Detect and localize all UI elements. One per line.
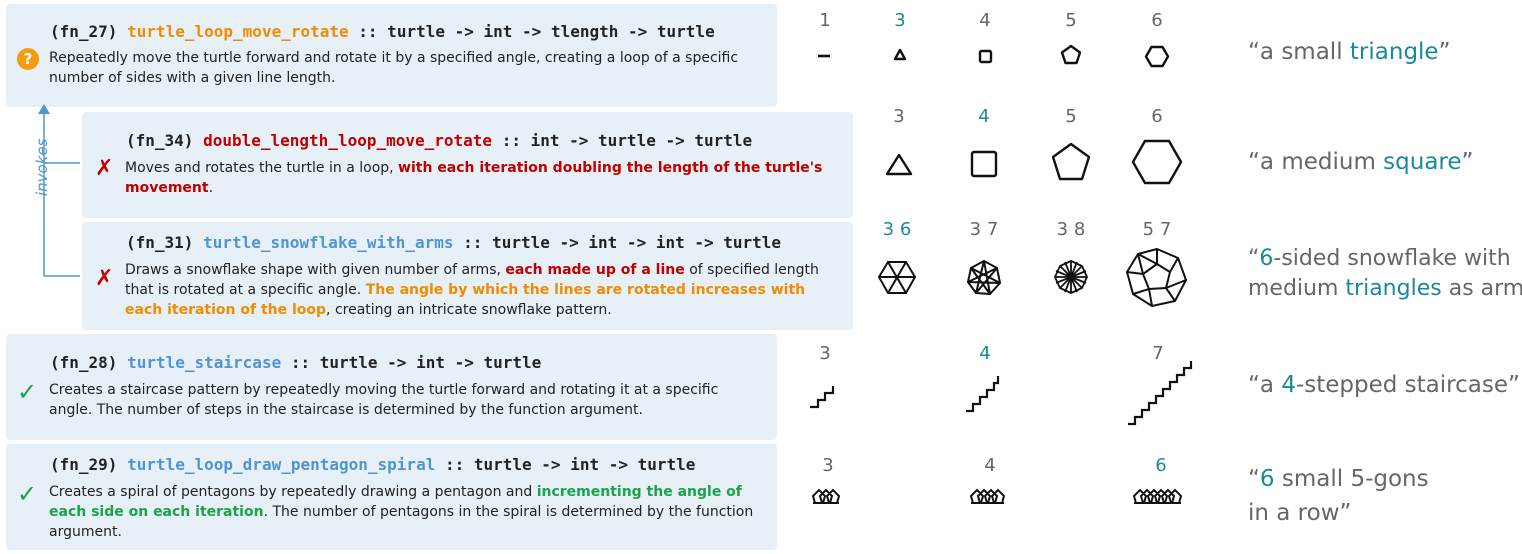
row5-label: 6 xyxy=(1155,455,1167,476)
medium-pentagon-drawing xyxy=(1051,142,1091,181)
snowflake-3-6-drawing xyxy=(877,261,917,294)
staircase-4-drawing xyxy=(966,376,1000,413)
caption-staircase: “a 4-stepped staircase” xyxy=(1248,372,1520,398)
pentagon-row-6-drawing xyxy=(1132,488,1183,504)
row1-label: 6 xyxy=(1151,10,1163,31)
row5-label: 3 xyxy=(822,455,834,476)
snowflake-3-7-drawing xyxy=(967,260,1001,295)
row4-label: 7 xyxy=(1152,343,1164,364)
cross-status-icon: ✗ xyxy=(95,266,114,291)
row3-label: 3 6 xyxy=(882,219,912,240)
row5-label: 4 xyxy=(984,455,996,476)
row1-label: 3 xyxy=(894,10,906,31)
row3-label: 3 8 xyxy=(1056,219,1086,240)
fn-29-description: Creates a spiral of pentagons by repeate… xyxy=(49,484,754,540)
row2-label: 5 xyxy=(1065,106,1077,127)
small-triangle-drawing xyxy=(893,48,907,61)
row4-label: 4 xyxy=(979,343,991,364)
staircase-7-drawing xyxy=(1128,361,1193,426)
fn-28-card: (fn_28) turtle_staircase :: turtle -> in… xyxy=(6,334,777,440)
small-hexagon-drawing xyxy=(1144,45,1170,68)
row1-label: 5 xyxy=(1065,10,1077,31)
fn-31-description: Draws a snowflake shape with given numbe… xyxy=(125,262,819,318)
cross-status-icon: ✗ xyxy=(95,156,114,181)
fn-34-description: Moves and rotates the turtle in a loop, … xyxy=(125,160,823,196)
check-status-icon: ✓ xyxy=(17,480,38,508)
row2-label: 4 xyxy=(978,106,990,127)
fn-27-description: Repeatedly move the turtle forward and r… xyxy=(49,50,739,86)
fn-28-description: Creates a staircase pattern by repeatedl… xyxy=(49,382,719,418)
medium-hexagon-drawing xyxy=(1131,139,1183,185)
fn-31-signature: (fn_31) turtle_snowflake_with_arms :: tu… xyxy=(126,233,782,252)
invokes-arrow xyxy=(38,104,80,277)
fn-34-card: (fn_34) double_length_loop_move_rotate :… xyxy=(82,112,853,218)
fn-27-card: (fn_27) turtle_loop_move_rotate :: turtl… xyxy=(6,4,777,107)
row3-label: 5 7 xyxy=(1142,219,1172,240)
caption-medium-square: “a medium square” xyxy=(1248,149,1474,175)
fn-34-name: double_length_loop_move_rotate xyxy=(203,131,493,150)
row2-label: 6 xyxy=(1151,106,1163,127)
fn-29-signature: (fn_29) turtle_loop_draw_pentagon_spiral… xyxy=(50,455,696,474)
pentagon-row-4-drawing xyxy=(969,488,1006,504)
row3-label: 3 7 xyxy=(969,219,999,240)
caption-pentagons: “6 small 5-gons in a row” xyxy=(1248,466,1429,526)
question-status-icon: ? xyxy=(17,48,39,70)
small-pentagon-drawing xyxy=(1060,44,1082,65)
staircase-3-drawing xyxy=(810,386,835,409)
fn-34-signature: (fn_34) double_length_loop_move_rotate :… xyxy=(126,131,753,150)
caption-small-triangle: “a small triangle” xyxy=(1248,39,1451,65)
caption-snowflake: “6-sided snowflake with medium triangles… xyxy=(1248,246,1522,301)
fn-31-card: (fn_31) turtle_snowflake_with_arms :: tu… xyxy=(82,222,853,330)
fn-27-name: turtle_loop_move_rotate xyxy=(127,22,349,41)
fn-27-signature: (fn_27) turtle_loop_move_rotate :: turtl… xyxy=(50,22,715,41)
fn-31-name: turtle_snowflake_with_arms xyxy=(203,233,454,252)
fn-28-signature: (fn_28) turtle_staircase :: turtle -> in… xyxy=(50,353,542,372)
row2-label: 3 xyxy=(893,106,905,127)
snowflake-5-7-drawing xyxy=(1126,248,1187,307)
medium-triangle-drawing xyxy=(885,153,913,176)
row1-label: 4 xyxy=(979,10,991,31)
row1-label: 1 xyxy=(819,10,831,31)
fn-29-name: turtle_loop_draw_pentagon_spiral xyxy=(127,455,436,474)
row4-label: 3 xyxy=(819,343,831,364)
pentagon-row-3-drawing xyxy=(811,488,841,504)
snowflake-3-8-drawing xyxy=(1054,260,1088,294)
fn-29-card: (fn_29) turtle_loop_draw_pentagon_spiral… xyxy=(6,444,777,550)
fn-28-name: turtle_staircase xyxy=(127,353,282,372)
medium-square-drawing xyxy=(970,150,998,178)
small-square-drawing xyxy=(978,49,993,64)
check-status-icon: ✓ xyxy=(17,378,38,406)
